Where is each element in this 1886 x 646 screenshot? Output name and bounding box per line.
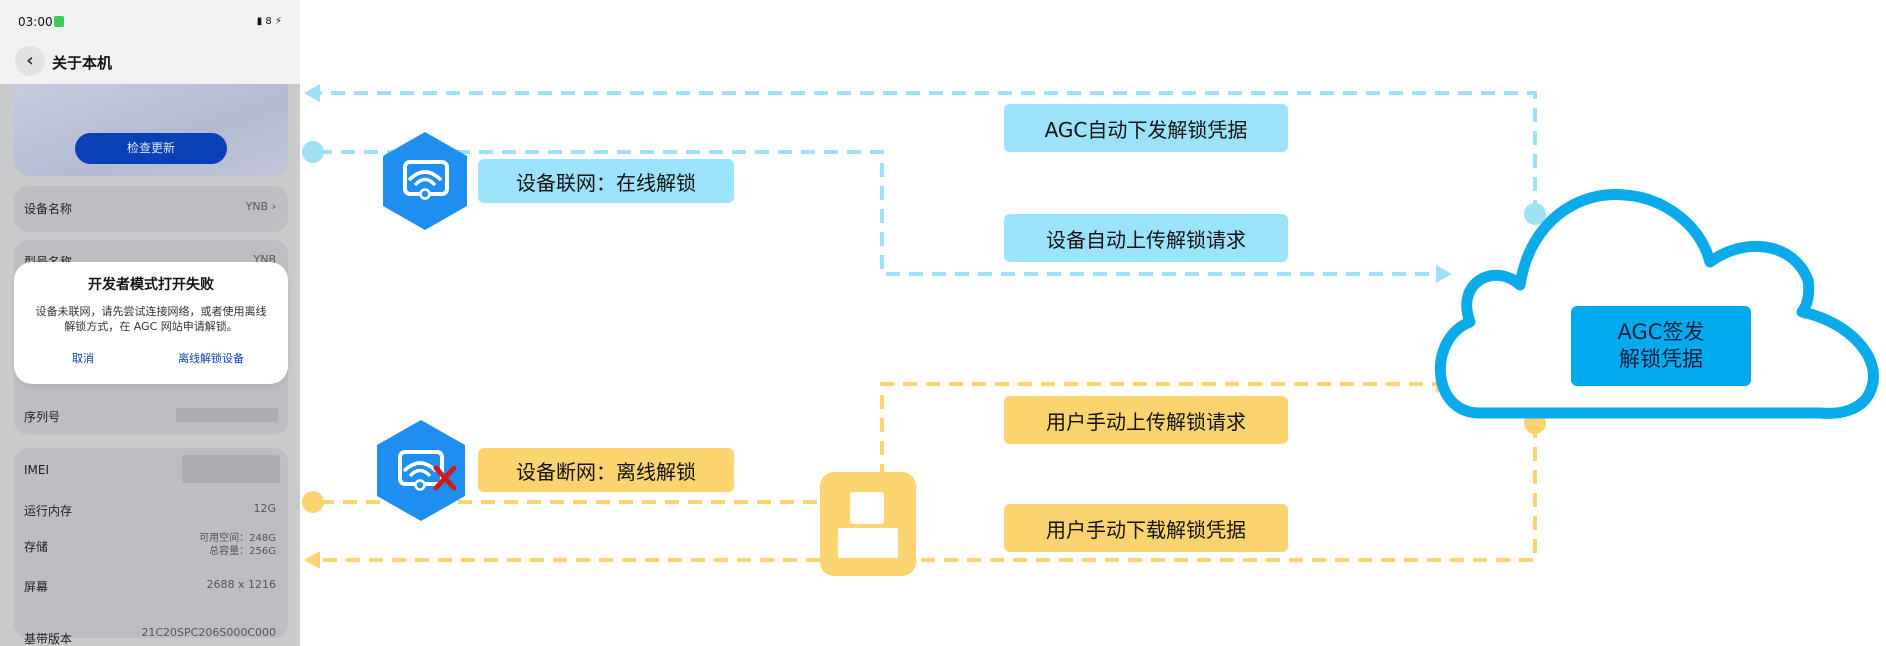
wifi-monitor-disconnected-icon — [377, 420, 465, 521]
storage-label: 存储 — [24, 540, 49, 554]
device-upload-flow-line — [318, 150, 1436, 276]
user-download-flow-line — [320, 424, 1537, 562]
device-name-label: 设备名称 — [24, 202, 73, 216]
storage-available: 可用空间：248G — [199, 533, 276, 544]
device-name-row[interactable]: 设备名称 YNB › — [24, 200, 276, 217]
user-download-arrowhead — [304, 551, 320, 569]
user-upload-flow-line — [880, 382, 1436, 478]
battery-icon: ▮ 8 ⚡ — [256, 16, 282, 27]
baseband-label: 基带版本 — [24, 632, 73, 646]
ram-row: 运行内存 12G — [24, 502, 276, 519]
phone-screenshot: 03:00 ▮ 8 ⚡ ‹ 关于本机 检查更新 设备名称 YNB › 型号名称 … — [0, 0, 300, 646]
imei-redacted — [182, 455, 280, 483]
serial-redacted — [176, 408, 278, 422]
user-card-icon — [820, 472, 916, 576]
battery-level: 8 — [265, 16, 272, 27]
baseband-value: 21C20SPC206S000C000 — [141, 626, 276, 639]
cloud-label-line2: 解锁凭据 — [1619, 347, 1703, 371]
dialog-offline-unlock-button[interactable]: 离线解锁设备 — [178, 352, 244, 365]
serial-row: 序列号 — [24, 408, 276, 425]
ram-value: 12G — [253, 502, 276, 515]
dialog-body: 设备未联网，请先尝试连接网络，或者使用离线解锁方式，在 AGC 网站申请解锁。 — [35, 305, 267, 333]
back-arrow-icon[interactable]: ‹ — [15, 46, 45, 76]
imei-row: IMEI — [24, 463, 276, 477]
dialog-cancel-button[interactable]: 取消 — [72, 352, 94, 365]
check-update-button[interactable]: 检查更新 — [75, 133, 227, 164]
wifi-monitor-icon — [383, 132, 467, 230]
page-title: 关于本机 — [52, 54, 113, 72]
screen-value: 2688 x 1216 — [206, 578, 277, 591]
agc-issue-flow-line — [320, 91, 1537, 214]
storage-total: 总容量：256G — [209, 546, 276, 557]
baseband-row: 基带版本 21C20SPC206S000C000 — [24, 626, 276, 646]
signal-icon — [54, 16, 64, 27]
screen-label: 屏幕 — [24, 580, 49, 594]
agc-issue-arrowhead — [304, 84, 320, 102]
offline-unlock-label: 设备断网：离线解锁 — [478, 448, 734, 492]
serial-label: 序列号 — [24, 410, 61, 424]
device-upload-request-label: 设备自动上传解锁请求 — [1004, 214, 1288, 262]
cloud-label-line1: AGC签发 — [1617, 320, 1705, 344]
imei-label: IMEI — [24, 463, 50, 477]
device-upload-arrowhead — [1436, 265, 1452, 283]
agc-issue-credential-label: AGC自动下发解锁凭据 — [1004, 104, 1288, 152]
dialog-title: 开发者模式打开失败 — [88, 277, 214, 293]
cloud-online-port-dot — [1524, 203, 1546, 225]
user-upload-request-label: 用户手动上传解锁请求 — [1004, 396, 1288, 444]
status-time: 03:00 — [18, 15, 53, 29]
chevron-right-icon: › — [271, 200, 276, 213]
storage-row: 存储 可用空间：248G 总容量：256G — [24, 533, 276, 557]
device-name-card[interactable] — [14, 186, 288, 232]
ram-label: 运行内存 — [24, 504, 73, 518]
user-download-credential-label: 用户手动下载解锁凭据 — [1004, 504, 1288, 552]
online-start-dot — [302, 141, 324, 163]
title-bar: ‹ 关于本机 — [0, 42, 300, 84]
cloud-icon — [1435, 188, 1879, 419]
device-name-value: YNB — [245, 200, 269, 213]
online-unlock-label: 设备联网：在线解锁 — [478, 159, 734, 203]
screen-row: 屏幕 2688 x 1216 — [24, 578, 276, 595]
offline-start-dot — [302, 491, 324, 513]
status-bar: 03:00 ▮ 8 ⚡ — [0, 0, 300, 42]
agc-sign-credential-box: AGC签发 解锁凭据 — [1571, 306, 1751, 386]
dev-mode-failed-dialog: 开发者模式打开失败 设备未联网，请先尝试连接网络，或者使用离线解锁方式，在 AG… — [14, 262, 288, 384]
